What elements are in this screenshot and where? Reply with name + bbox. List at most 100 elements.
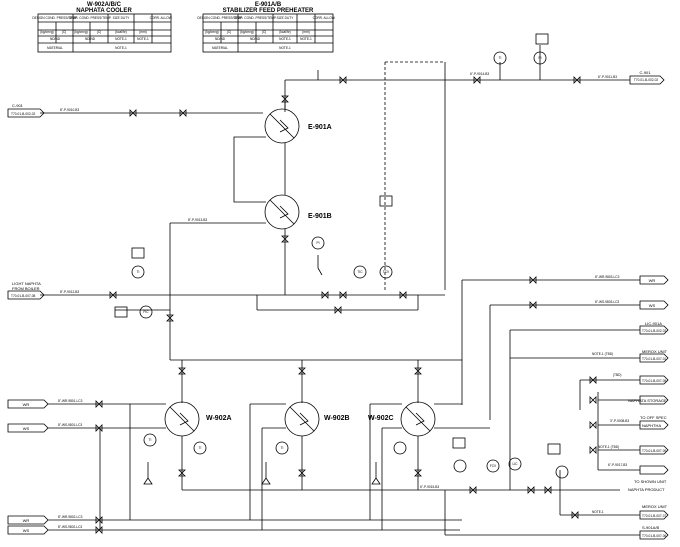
- e901-value-4: NOTE-1: [300, 37, 312, 41]
- inst-fic: FIC: [143, 310, 149, 314]
- e901-value-2: ND/ND: [250, 37, 261, 41]
- drain-symbols: [143, 255, 381, 485]
- exchanger-e901a: [233, 100, 300, 203]
- line-label-8: 8"-WS-9802-LC3: [58, 525, 82, 529]
- product-line: [182, 470, 640, 536]
- stream-light-naphta: LIGHT NAPHTA: [12, 281, 41, 286]
- stream-wr-left-1: WR: [23, 402, 30, 407]
- e901-material-label: MATERIAL: [212, 46, 228, 50]
- w902-unit-5: (kcal/hr): [115, 30, 127, 34]
- cooler-w902b: [284, 401, 320, 490]
- inst-ti2: TI: [137, 270, 140, 274]
- line-label-12: 6"-P-9015-B3: [420, 485, 439, 489]
- inst-tcv: TCV: [383, 270, 390, 274]
- title-block-e901: [202, 13, 334, 53]
- inst-ti5: TI: [281, 446, 284, 450]
- w902-header-design: DESIGN COND. PRESS/TEMP.: [32, 16, 77, 20]
- w902a-tag: W-902A: [206, 415, 232, 422]
- stream-s901-label: S-901A/B: [642, 525, 659, 530]
- e901-value-1: ND/ND: [215, 37, 226, 41]
- stream-lic-label: LIC-901A: [645, 321, 662, 326]
- e901a-tag: E-901A: [308, 124, 332, 131]
- line-label-2: 6"-P-9011-B3: [598, 75, 617, 79]
- w902-header-size: SIZE DUTY: [113, 16, 131, 20]
- w902c-tag: W-902C: [368, 415, 394, 422]
- e901-unit-1: (kg/cm²g): [205, 30, 218, 34]
- stream-c901-left: C-901: [12, 103, 24, 108]
- title-block-w902: [37, 13, 172, 53]
- stream-c901-top-ref: T70-01-B-002-02: [634, 78, 659, 82]
- stream-merox-unit2-ref: T70-01-B-007-07: [642, 514, 667, 518]
- w902-value-4: NOTE-1: [137, 37, 149, 41]
- e901-value-3: NOTE-1: [279, 37, 291, 41]
- stream-naphta-storage-ref: T70-01-B-007-05: [642, 379, 667, 383]
- stream-lic-ref: T70-01-B-002-03: [642, 329, 667, 333]
- stream-ws-right: WS: [649, 303, 656, 308]
- stream-wr-right: WR: [649, 278, 656, 283]
- e901-subtitle: STABILIZER FEED PREHEATER: [223, 8, 314, 14]
- inst-lic: LIC: [513, 462, 519, 466]
- line-label-9: 8"-WR-9803-LC3: [595, 275, 620, 279]
- w902b-tag: W-902B: [324, 415, 350, 422]
- line-label-4: 8"-P-9013-B3: [188, 218, 207, 222]
- cooler-w902a: [164, 401, 200, 490]
- w902-header-corr: CORR. ALLOW.: [150, 16, 173, 20]
- stream-naphta-storage: NAPHATA STORAGE: [628, 398, 667, 403]
- e901-header-oper: OPER. COND. PRESS/TEMP.: [234, 16, 277, 20]
- line-label-14: 3"-P-9008-B3: [610, 419, 629, 423]
- stream-from-boiler: FROM BOILER: [12, 286, 40, 291]
- stream-merox-ref: T70-01-B-007-01: [642, 357, 667, 361]
- offpage-connectors: [7, 75, 669, 540]
- w902-unit-2: (C): [62, 30, 66, 34]
- inst-pi2: PI: [316, 241, 319, 245]
- instrument-bubbles: [114, 33, 569, 479]
- line-label-7: 8"-WR-9802-LC3: [58, 515, 83, 519]
- stream-ws-left-2: WS: [23, 528, 30, 533]
- stream-ws-left-1: WS: [23, 426, 30, 431]
- inst-ti4: TI: [199, 446, 202, 450]
- stream-naphta-product: NAPHTA PRODUCT: [628, 487, 665, 492]
- stream-merox-unit2: MEROX UNIT: [642, 504, 668, 509]
- line-label-5: 8"-WR-9801-LC3: [58, 399, 83, 403]
- line-label-13: 6"-P-9017-B3: [608, 463, 627, 467]
- stream-naphta: NAPHTHA: [642, 423, 661, 428]
- stream-to-off-spec: TO OFF SPEC: [640, 415, 667, 420]
- e901-unit-6: (mm): [302, 30, 309, 34]
- e901-header-design: DESIGN COND. PRESS/TEMP.: [197, 16, 242, 20]
- w902-value-2: ND/ND: [85, 37, 96, 41]
- cooler-w902c: [400, 401, 436, 490]
- e901-header-corr: CORR. ALLOW.: [313, 16, 336, 20]
- w902-value-3: NOTE-1: [115, 37, 127, 41]
- line-label-1: 8"-P-9010-B3: [60, 108, 79, 112]
- valves: [95, 76, 597, 534]
- stream-c901-top: C-901: [640, 70, 652, 75]
- w902-unit-1: (kg/cm²g): [40, 30, 53, 34]
- e901-unit-2: (C): [227, 30, 231, 34]
- stream-wr-left-2: WR: [23, 518, 30, 523]
- note-1c: NOTE-1: [592, 510, 604, 514]
- stream-naphta-ref: T70-01-B-007-09: [642, 449, 667, 453]
- top-process-lines: [40, 45, 630, 290]
- exchanger-e901b: [169, 152, 300, 360]
- middle-lines: [40, 248, 640, 490]
- line-label-3: 8"-P-9012-B3: [60, 290, 79, 294]
- e901-material-value: NOTE-1: [279, 46, 291, 50]
- w902-title: W-902A/B/C: [87, 2, 122, 8]
- e901-unit-5: (kcal/hr): [279, 30, 291, 34]
- w902-unit-6: (mm): [139, 30, 146, 34]
- inst-tic: TIC: [357, 270, 363, 274]
- e901-title: E-901A/B: [255, 2, 282, 8]
- cooling-water-lines: [48, 403, 490, 531]
- line-label-10: 8"-WS-9803-LC3: [595, 300, 619, 304]
- inst-fcv: FCV: [490, 464, 497, 468]
- note-tbd: (TBD): [613, 373, 622, 377]
- stream-light-naphta-ref: T70-01-B-007-08: [11, 294, 36, 298]
- e901-unit-4: (C): [262, 30, 266, 34]
- w902-subtitle: NAPHATA COOLER: [76, 8, 132, 14]
- inst-pi1: PI: [538, 56, 541, 60]
- line-label-11: 6"-P-9014-B3: [470, 72, 489, 76]
- e901b-tag: E-901B: [308, 213, 332, 220]
- note-1a: NOTE-1 (TBD): [592, 352, 613, 356]
- e901-header-size: SIZE DUTY: [277, 16, 295, 20]
